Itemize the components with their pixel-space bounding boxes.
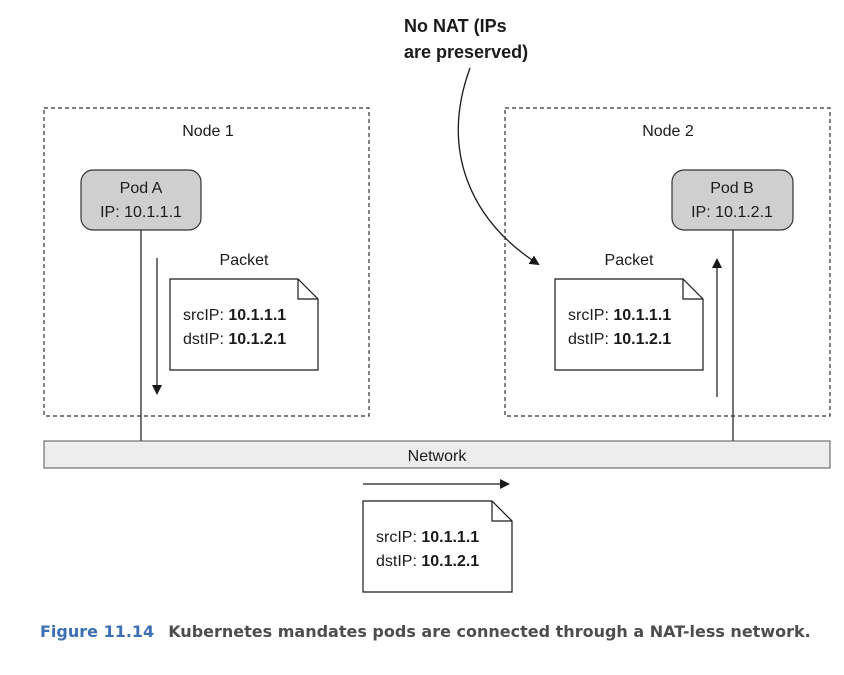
diagram-canvas: No NAT (IPs are preserved) Node 1 Node 2…: [43, 16, 831, 593]
packet-bottom-fold: [491, 501, 512, 522]
pod-a-name: Pod A: [120, 180, 163, 197]
pod-b-ip: IP: 10.1.2.1: [691, 204, 773, 221]
packet-left-dst: dstIP: 10.1.2.1: [183, 331, 286, 348]
packet-bottom: [362, 500, 513, 593]
src-value: 10.1.1.1: [421, 529, 479, 546]
packet-bottom-dst: dstIP: 10.1.2.1: [376, 553, 479, 570]
figure-caption: Figure 11.14 Kubernetes mandates pods are…: [40, 620, 820, 644]
src-label: srcIP:: [568, 307, 613, 324]
packet-right-src: srcIP: 10.1.1.1: [568, 307, 671, 324]
dst-label: dstIP:: [376, 553, 421, 570]
src-label: srcIP:: [183, 307, 228, 324]
figure-caption-text: Kubernetes mandates pods are connected t…: [168, 622, 811, 641]
dst-value: 10.1.2.1: [228, 331, 286, 348]
src-value: 10.1.1.1: [613, 307, 671, 324]
src-label: srcIP:: [376, 529, 421, 546]
node2-label: Node 2: [642, 123, 694, 140]
network-label: Network: [408, 448, 468, 465]
pod-a-ip: IP: 10.1.1.1: [100, 204, 182, 221]
node2-box: [504, 107, 831, 417]
figure-number: Figure 11.14: [40, 622, 155, 641]
annotation-arrow: [457, 67, 540, 266]
dst-label: dstIP:: [183, 331, 228, 348]
packet-right: [554, 278, 704, 371]
packet-label-right: Packet: [605, 252, 654, 269]
node1-label: Node 1: [182, 123, 234, 140]
packet-left-src: srcIP: 10.1.1.1: [183, 307, 286, 324]
pod-b[interactable]: [671, 169, 794, 231]
packet-bottom-src: srcIP: 10.1.1.1: [376, 529, 479, 546]
dst-label: dstIP:: [568, 331, 613, 348]
dst-value: 10.1.2.1: [421, 553, 479, 570]
packet-right-fold: [682, 279, 703, 300]
dst-value: 10.1.2.1: [613, 331, 671, 348]
packet-right-dst: dstIP: 10.1.2.1: [568, 331, 671, 348]
pod-a[interactable]: [80, 169, 202, 231]
src-value: 10.1.1.1: [228, 307, 286, 324]
annotation-line1: No NAT (IPs: [404, 16, 507, 36]
packet-label-left: Packet: [220, 252, 269, 269]
packet-left: [169, 278, 319, 371]
packet-left-fold: [297, 279, 318, 300]
pod-b-name: Pod B: [710, 180, 754, 197]
network-bar: [43, 440, 831, 469]
annotation-line2: are preserved): [404, 42, 528, 62]
node1-box: [43, 107, 370, 417]
